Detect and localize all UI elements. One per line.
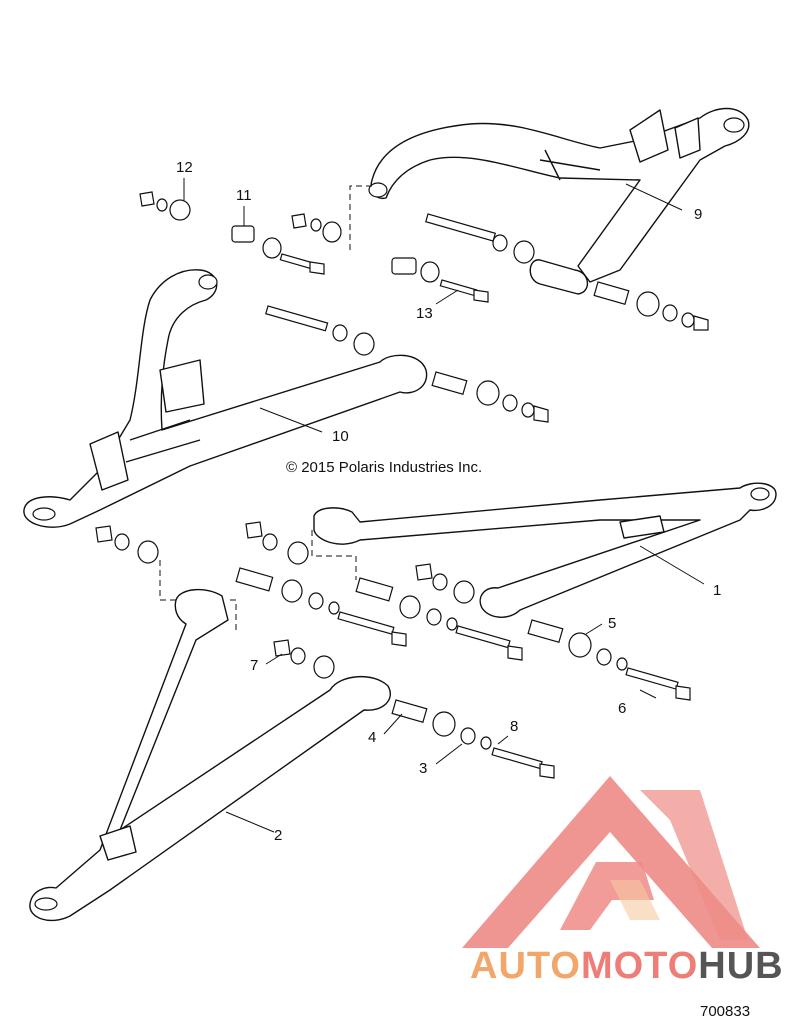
callout-13: 13 [416, 305, 433, 322]
figure-number: 700833 [700, 1003, 750, 1020]
hardware-row-10 [265, 305, 549, 423]
hardware-row-1 [245, 521, 691, 701]
callout-7: 7 [250, 657, 258, 674]
hardware-row-2 [95, 525, 555, 779]
callout-3: 3 [419, 760, 427, 777]
callout-1: 1 [713, 582, 721, 599]
upper-a-arm-10 [23, 269, 428, 528]
copyright-notice: © 2015 Polaris Industries Inc. [286, 459, 482, 476]
callout-8: 8 [510, 718, 518, 735]
callout-2: 2 [274, 827, 282, 844]
callout-5: 5 [608, 615, 616, 632]
callout-6: 6 [618, 700, 626, 717]
lower-a-arm-1 [313, 482, 777, 618]
watermark-logo [462, 776, 760, 948]
callout-10: 10 [332, 428, 349, 445]
callout-12: 12 [176, 159, 193, 176]
hardware-row-9 [349, 185, 709, 331]
upper-a-arm-9 [368, 107, 750, 283]
hardware-11-12-13 [139, 191, 489, 303]
callout-11: 11 [236, 187, 252, 204]
leader-lines [183, 178, 705, 833]
callout-4: 4 [368, 729, 376, 746]
lower-a-arm-2 [29, 560, 391, 922]
watermark-text: AUTOMOTOHUB [470, 945, 784, 987]
callout-9: 9 [694, 206, 702, 223]
